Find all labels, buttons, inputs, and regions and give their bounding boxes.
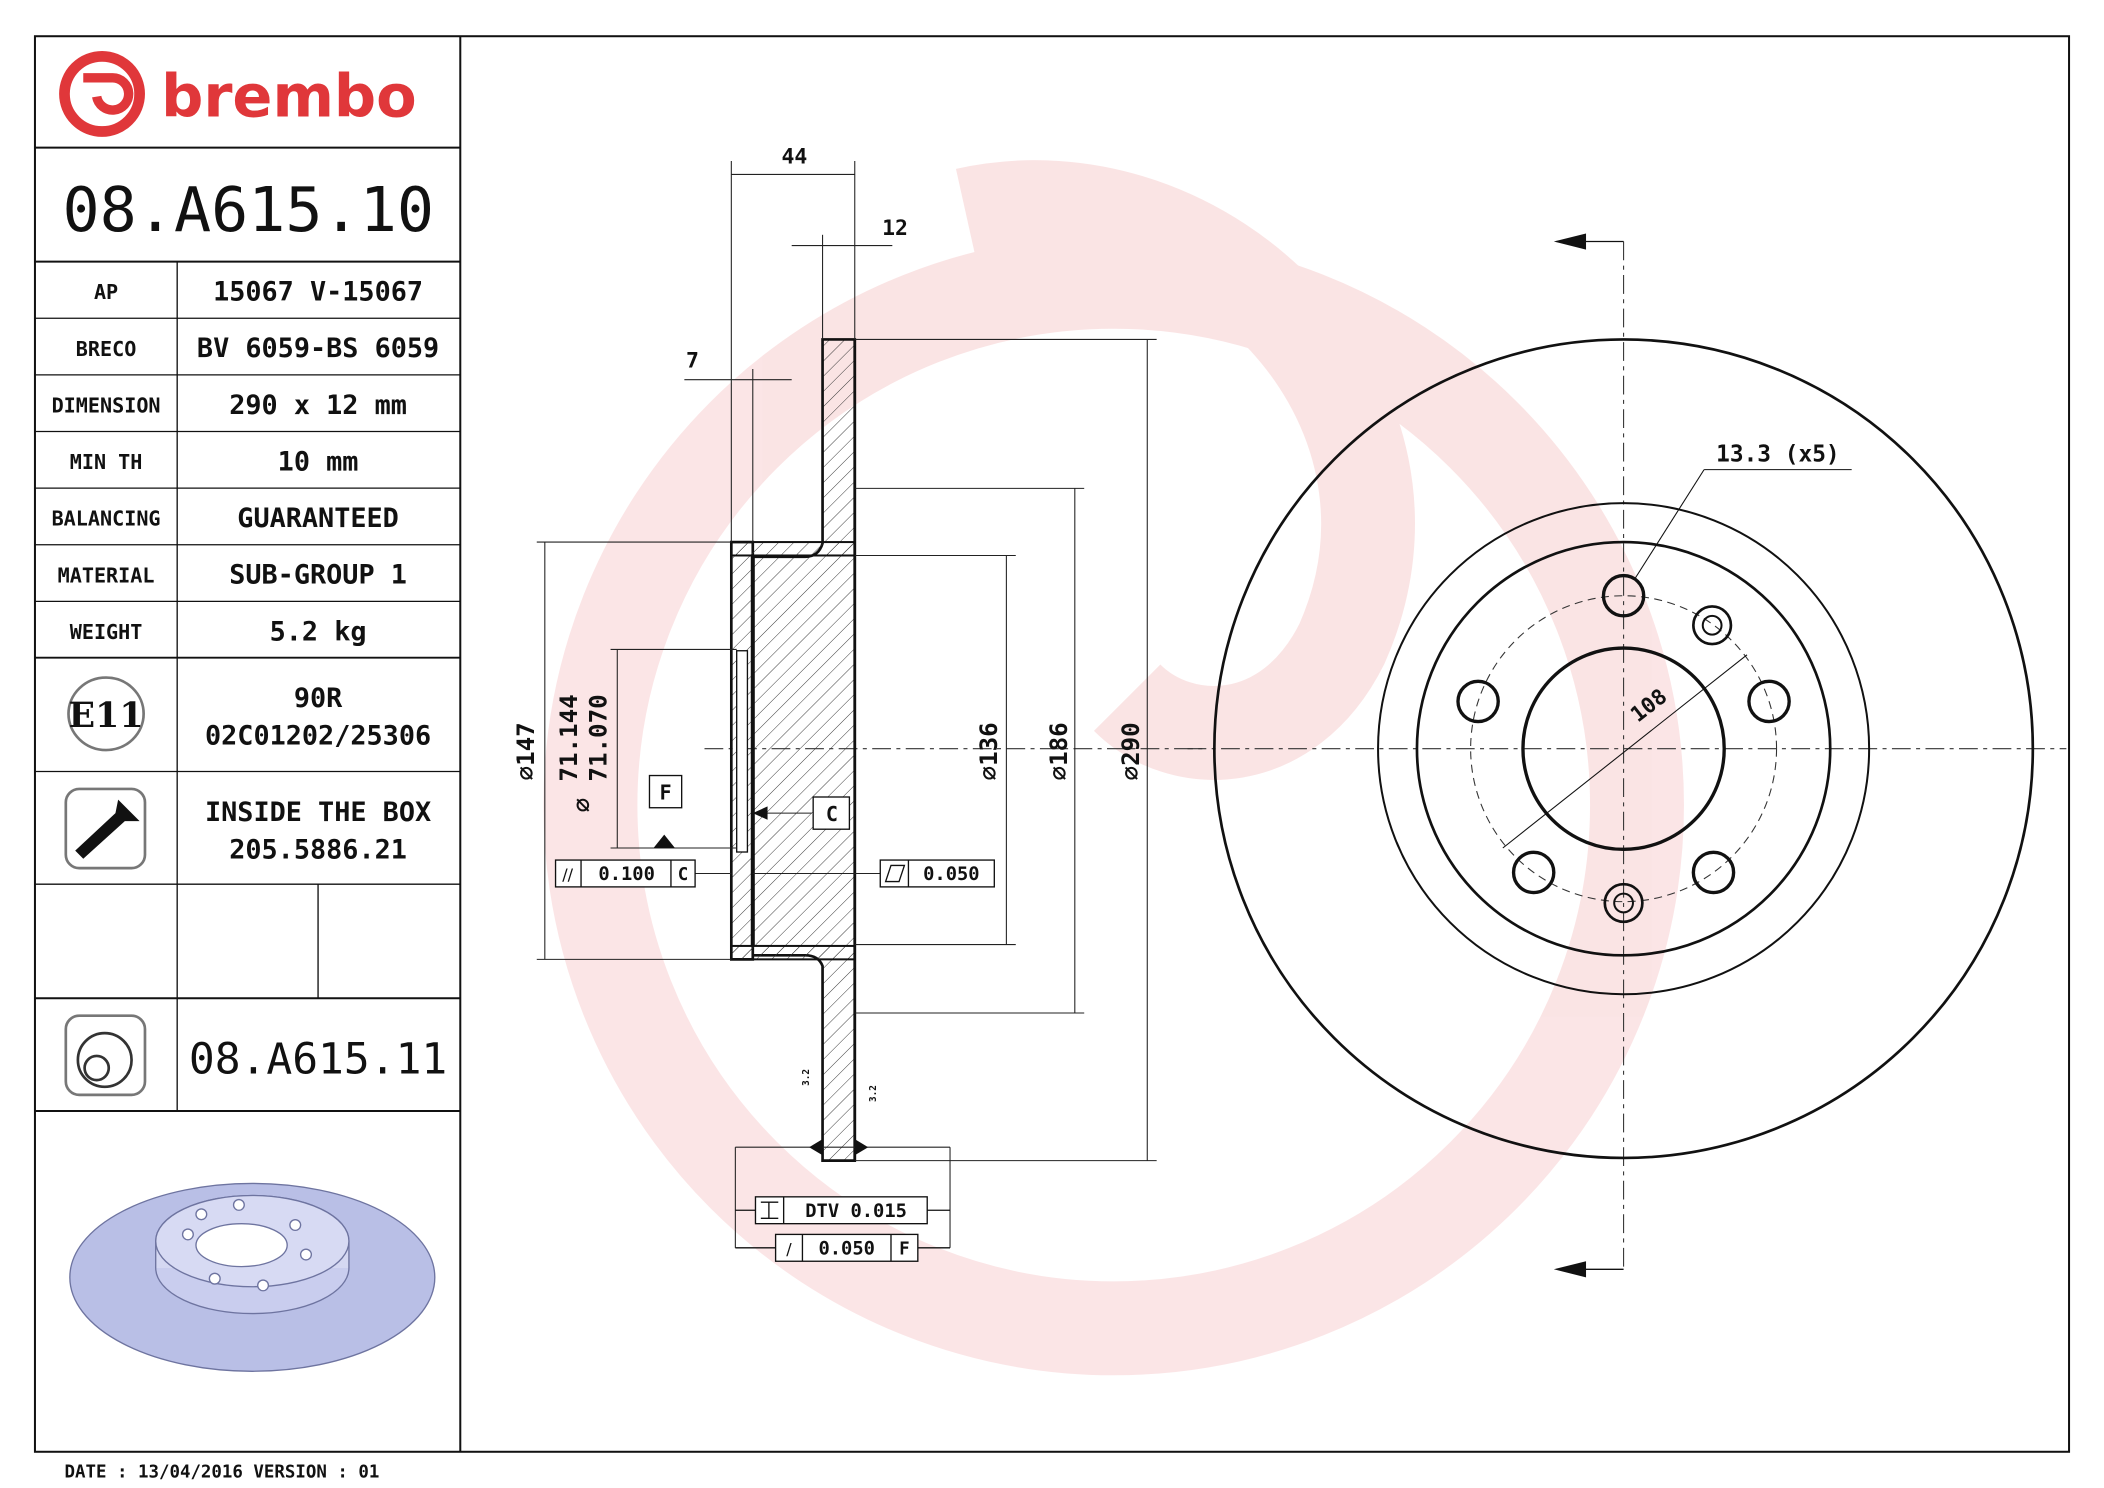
spec-label: AP bbox=[94, 280, 118, 304]
brembo-logo: brembo bbox=[59, 50, 417, 137]
dtv-frame: DTV 0.015 bbox=[735, 1196, 951, 1225]
svg-text:F: F bbox=[660, 781, 672, 805]
svg-text:E11: E11 bbox=[69, 695, 144, 736]
svg-text:∅290: ∅290 bbox=[1117, 722, 1145, 780]
spec-value: SUB-GROUP 1 bbox=[229, 560, 407, 591]
svg-text:C: C bbox=[678, 865, 689, 885]
sheet-border bbox=[33, 35, 2071, 1453]
svg-text:∅: ∅ bbox=[568, 798, 596, 813]
front-view: 108 13.3 (x5) bbox=[1187, 233, 2067, 1278]
svg-text:brembo: brembo bbox=[161, 62, 417, 131]
date-version: DATE : 13/04/2016 VERSION : 01 bbox=[64, 1462, 379, 1482]
part-number: 08.A615.10 bbox=[62, 174, 434, 246]
alternative-part-number: 08.A615.11 bbox=[189, 1034, 447, 1084]
inside-the-box-label: INSIDE THE BOX bbox=[205, 797, 431, 828]
outer-diameter bbox=[1213, 338, 2035, 1160]
svg-text:7: 7 bbox=[686, 349, 699, 374]
flatness-frame: 0.050 bbox=[879, 859, 995, 888]
bolt-hole bbox=[1511, 850, 1556, 895]
spec-value: BV 6059-BS 6059 bbox=[197, 333, 439, 364]
svg-text:0.100: 0.100 bbox=[598, 864, 655, 885]
approval-regulation: 90R bbox=[294, 683, 343, 714]
spec-value: GUARANTEED bbox=[237, 503, 399, 534]
spec-value: 15067 V-15067 bbox=[213, 277, 423, 308]
bolt-hole bbox=[1747, 679, 1791, 724]
screw-part-number: 205.5886.21 bbox=[229, 835, 407, 866]
svg-text:13.3 (x5): 13.3 (x5) bbox=[1716, 442, 1840, 468]
svg-text:/: / bbox=[786, 1240, 792, 1259]
spec-label: DIMENSION bbox=[52, 393, 161, 417]
svg-text:∅147: ∅147 bbox=[512, 722, 540, 780]
svg-text:71.070: 71.070 bbox=[585, 694, 613, 781]
svg-text:71.144: 71.144 bbox=[555, 694, 583, 781]
section-view: 44 12 7 ∅147 ∅ 71.144 71.070 ∅136 ∅186 ∅… bbox=[512, 145, 1208, 1262]
e11-approval-icon: E11 bbox=[67, 676, 145, 752]
spec-label: WEIGHT bbox=[70, 620, 143, 644]
svg-text:12: 12 bbox=[882, 216, 908, 241]
screw-icon bbox=[64, 787, 147, 870]
spec-label: MATERIAL bbox=[58, 563, 155, 587]
svg-text:F: F bbox=[899, 1240, 910, 1260]
approval-number: 02C01202/25306 bbox=[205, 721, 431, 752]
spec-value: 10 mm bbox=[278, 446, 359, 477]
svg-text:∅186: ∅186 bbox=[1045, 722, 1073, 780]
svg-text:0.050: 0.050 bbox=[818, 1239, 874, 1260]
disc-render-image bbox=[69, 1182, 436, 1372]
svg-text:0.050: 0.050 bbox=[923, 864, 980, 885]
spec-value: 5.2 kg bbox=[270, 616, 367, 647]
svg-text:∅136: ∅136 bbox=[975, 722, 1003, 780]
spec-label: BALANCING bbox=[52, 507, 161, 531]
svg-text://: // bbox=[562, 865, 573, 884]
bolt-hole bbox=[1456, 679, 1500, 724]
svg-text:44: 44 bbox=[781, 145, 807, 170]
brembo-watermark bbox=[543, 160, 1684, 1376]
bolt-hole bbox=[1691, 850, 1736, 895]
bolt-hole bbox=[1601, 573, 1646, 618]
spec-value: 290 x 12 mm bbox=[229, 390, 407, 421]
spec-label: MIN TH bbox=[70, 450, 143, 474]
svg-text:3.2: 3.2 bbox=[868, 1085, 879, 1102]
runout-frame: / 0.050 F bbox=[735, 1233, 951, 1262]
svg-text:3.2: 3.2 bbox=[801, 1069, 812, 1086]
svg-text:C: C bbox=[826, 802, 838, 826]
coated-disc-icon bbox=[64, 1014, 147, 1097]
parallelism-frame: // 0.100 C bbox=[554, 859, 696, 888]
svg-text:DTV 0.015: DTV 0.015 bbox=[805, 1201, 907, 1222]
spec-label: BRECO bbox=[76, 337, 137, 361]
center-bore bbox=[1521, 646, 1726, 852]
